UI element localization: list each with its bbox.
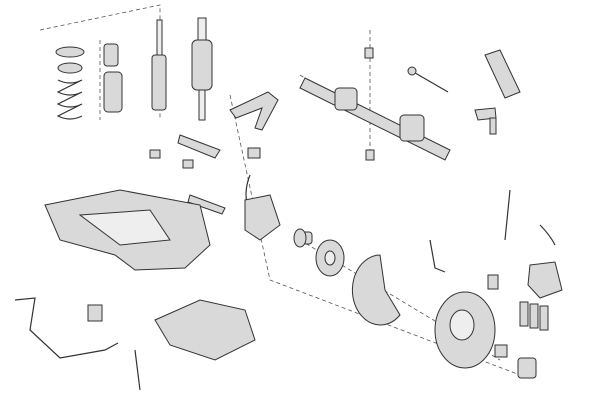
upper-control-arm-icon bbox=[229, 91, 279, 131]
brake-pads-icon bbox=[519, 301, 549, 331]
shock-absorber-icon bbox=[151, 19, 167, 111]
wear-sensor-icon bbox=[429, 189, 556, 273]
lower-subframe-icon bbox=[154, 299, 256, 361]
bump-stop-icon bbox=[103, 43, 123, 113]
tie-rod-end-icon bbox=[474, 107, 497, 135]
brake-disc-icon bbox=[434, 291, 496, 369]
strut-mount-icon bbox=[55, 46, 85, 74]
steering-rack-icon bbox=[299, 47, 451, 161]
air-strut-icon bbox=[191, 17, 213, 121]
coil-spring-icon bbox=[56, 79, 83, 120]
wheel-hub-icon bbox=[315, 239, 345, 277]
stabilizer-bar-icon bbox=[14, 297, 119, 359]
stabilizer-link-icon bbox=[87, 304, 141, 391]
dust-shield-icon bbox=[351, 254, 401, 326]
steering-knuckle-icon bbox=[244, 194, 281, 241]
lower-control-arm-icon bbox=[177, 134, 226, 215]
steering-boot-icon bbox=[484, 49, 521, 99]
tie-rod-icon bbox=[407, 66, 449, 93]
wheel-bearing-icon bbox=[293, 228, 307, 248]
brake-caliper-icon bbox=[527, 261, 563, 299]
subframe-icon bbox=[44, 189, 211, 271]
brake-bracket-icon bbox=[487, 274, 537, 379]
